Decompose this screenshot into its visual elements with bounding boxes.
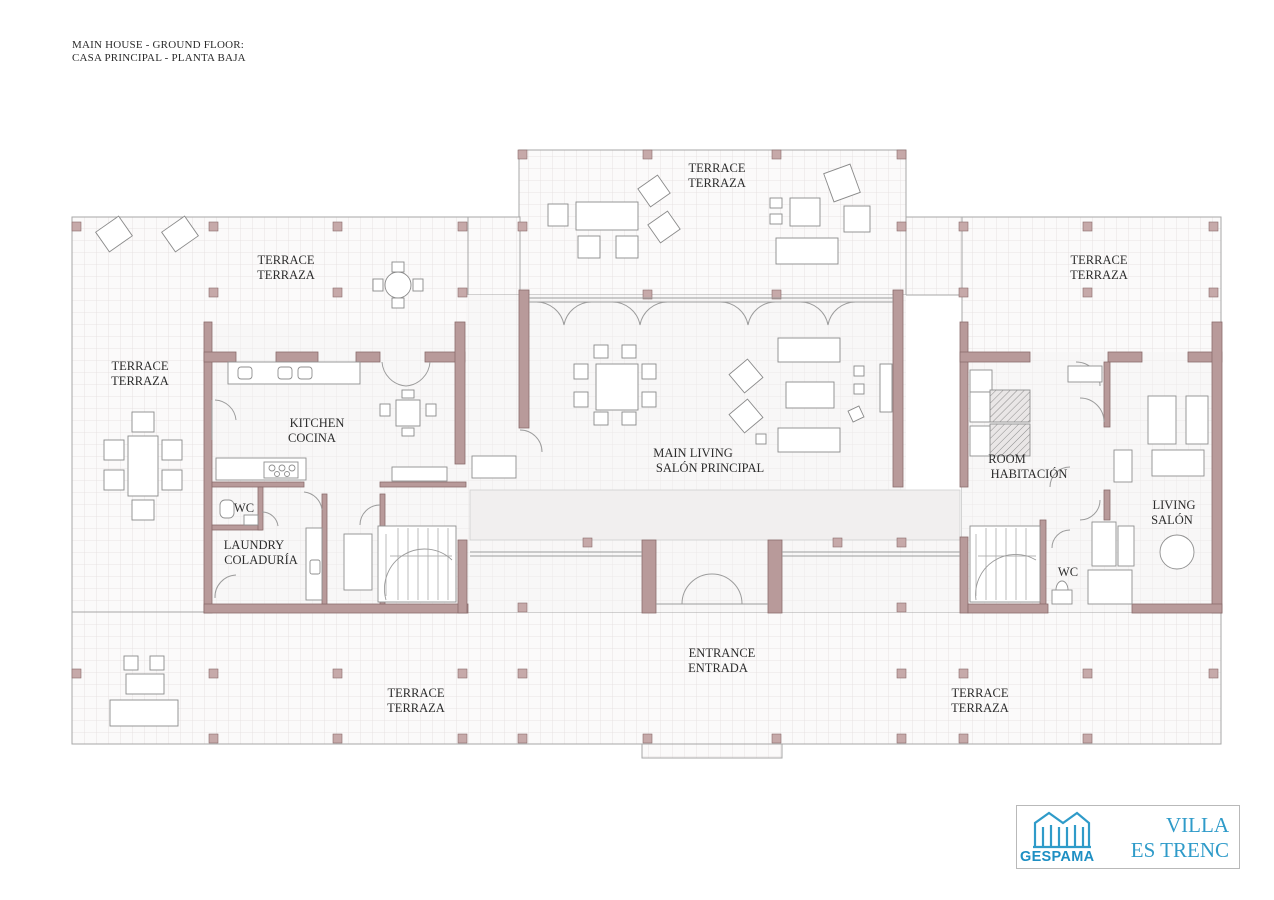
room-labels: TERRACE TERRAZA TERRACE TERRAZA TERRACE … (111, 161, 1195, 715)
furniture (95, 163, 893, 727)
room-fixtures (969, 365, 1209, 605)
living-label-en: LIVING (1152, 498, 1195, 512)
terrace-bottom-right-label-en: TERRACE (952, 686, 1009, 700)
kitchen-label-en: KITCHEN (290, 416, 345, 430)
logo-badge: GESPAMA VILLA ES TRENC (1016, 805, 1240, 869)
entrance-label-en: ENTRANCE (689, 646, 756, 660)
terrace-bottom-mid-label-en: TERRACE (388, 686, 445, 700)
columns (71, 149, 1219, 744)
wc-left-label: WC (234, 501, 254, 515)
room-label-es: HABITACIÓN (991, 467, 1068, 481)
villa-name-line2: ES TRENC (1130, 838, 1229, 862)
main-living-label-en: MAIN LIVING (653, 446, 733, 460)
terrace-topleft-label-es: TERRAZA (257, 268, 315, 282)
terrace-left-label-en: TERRACE (112, 359, 169, 373)
plan-title: MAIN HOUSE - GROUND FLOOR: (72, 39, 245, 51)
kitchen-fixtures (215, 361, 517, 603)
walls (203, 289, 1223, 614)
logo-brand: GESPAMA (1020, 849, 1095, 865)
laundry-label-en: LAUNDRY (224, 538, 284, 552)
terrace-top-label-es: TERRAZA (688, 176, 746, 190)
terrace-bottom-mid-label-es: TERRAZA (387, 701, 445, 715)
terrace-topright-label-es: TERRAZA (1070, 268, 1128, 282)
room-label-en: ROOM (988, 452, 1026, 466)
terrace-topleft-label-en: TERRACE (258, 253, 315, 267)
glazing (211, 297, 1105, 605)
villa-name-line1: VILLA (1166, 813, 1229, 837)
main-living-label-es: SALÓN PRINCIPAL (656, 461, 764, 475)
terrace-topright-label-en: TERRACE (1071, 253, 1128, 267)
plan-subtitle: CASA PRINCIPAL - PLANTA BAJA (72, 52, 246, 64)
terrace-top-label-en: TERRACE (689, 161, 746, 175)
kitchen-label-es: COCINA (288, 431, 336, 445)
laundry-label-es: COLADURÍA (224, 553, 298, 567)
wc-right-label: WC (1058, 565, 1078, 579)
terrace-bottom-right-label-es: TERRAZA (951, 701, 1009, 715)
entrance-label-es: ENTRADA (688, 661, 748, 675)
terrace-left-label-es: TERRAZA (111, 374, 169, 388)
living-label-es: SALÓN (1151, 513, 1193, 527)
houses-logo-icon (1033, 811, 1091, 849)
